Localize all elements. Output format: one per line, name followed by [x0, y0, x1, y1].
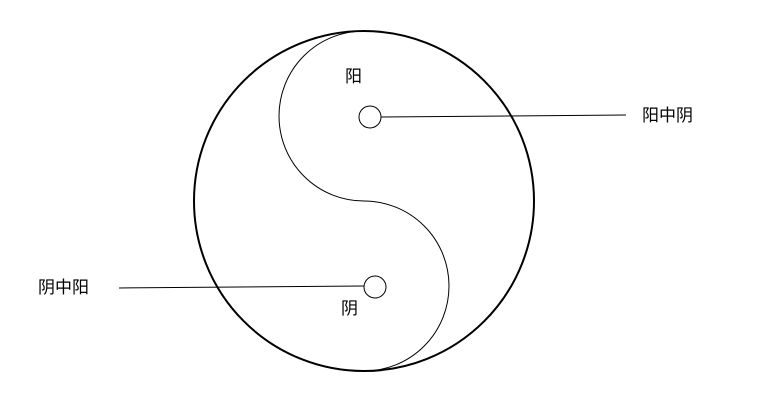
label-yin-within-yang: 阳中阴: [642, 106, 693, 126]
lower-dot: [363, 275, 387, 299]
label-yang: 阳: [345, 67, 362, 87]
upper-dot: [358, 105, 382, 129]
leader-line-left: [118, 285, 365, 289]
leader-line-right: [380, 114, 627, 118]
s-curve: [278, 30, 450, 372]
label-yin: 阴: [341, 299, 358, 319]
label-yang-within-yin: 阴中阳: [38, 278, 89, 298]
